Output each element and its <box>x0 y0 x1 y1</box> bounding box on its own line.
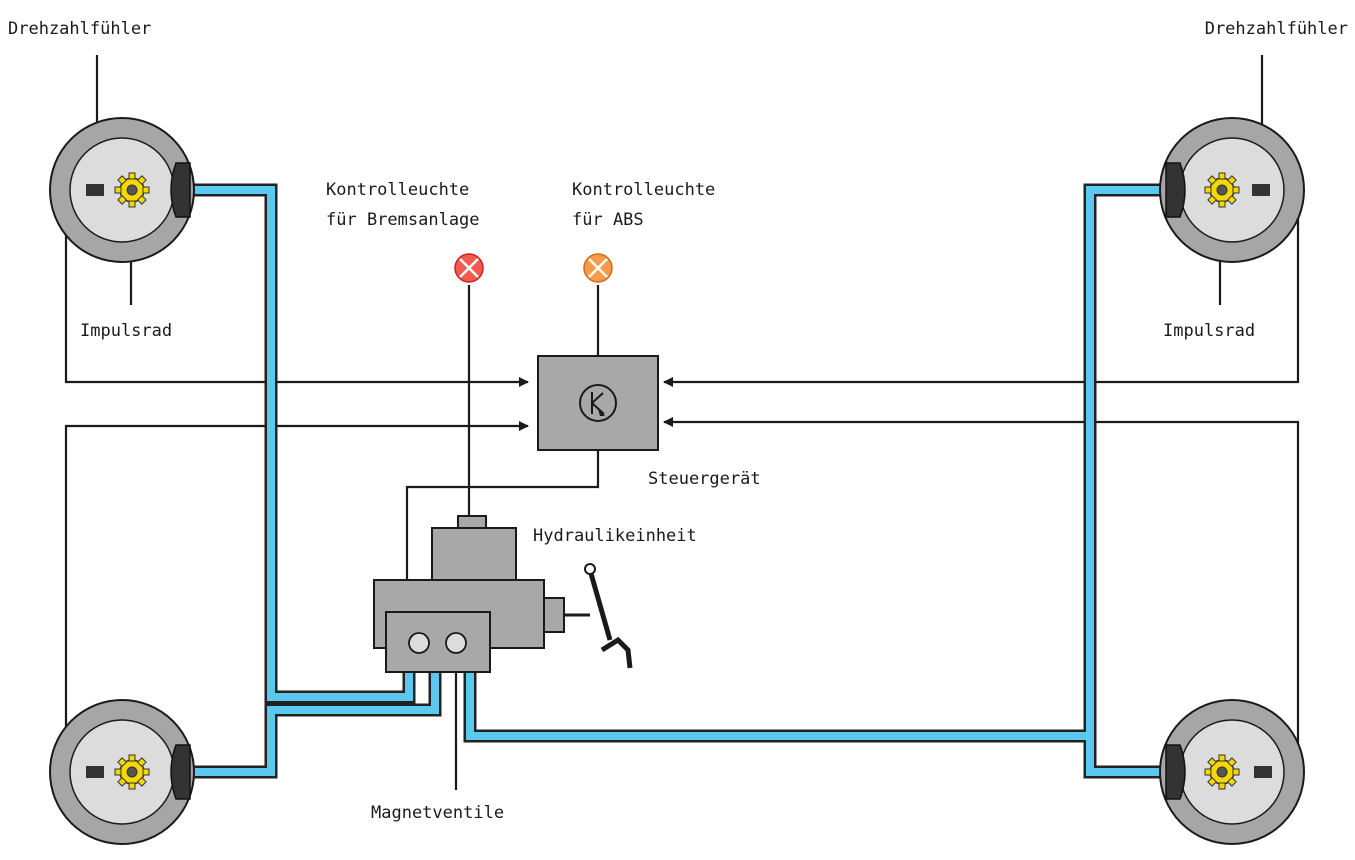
wheel-rear-right <box>1159 699 1305 845</box>
impulse-wheel-icon <box>114 172 150 208</box>
brake-caliper-icon <box>1165 162 1186 218</box>
sensor-wires <box>64 55 1300 790</box>
brake-caliper-icon <box>1165 744 1186 800</box>
impulse-wheel-icon <box>114 754 150 790</box>
solenoid-valve-block <box>385 611 491 673</box>
transistor-symbol <box>591 392 605 415</box>
impulse-label-right: Impulsrad <box>1163 321 1255 341</box>
abs-warning-lamp <box>583 253 613 283</box>
hydraulic-unit <box>373 515 633 673</box>
wheel-front-right <box>1159 117 1305 263</box>
brake-caliper-icon <box>170 744 191 800</box>
wheel-front-left <box>49 117 195 263</box>
impulse-wheel-icon <box>1204 754 1240 790</box>
speed-sensor-icon <box>86 184 104 196</box>
abs-lamp-label: Kontrolleuchte <box>572 180 715 200</box>
brake-lamp-label-2: für Bremsanlage <box>326 210 480 230</box>
speed-sensor-icon <box>1254 766 1272 778</box>
brake-lamp-label: Kontrolleuchte <box>326 180 469 200</box>
impulse-wheel-icon <box>1204 172 1240 208</box>
speed-sensor-icon <box>1252 184 1270 196</box>
control-unit <box>537 355 659 451</box>
wheel-rear-left <box>49 699 195 845</box>
brake-caliper-icon <box>170 162 191 218</box>
valve-icon <box>445 632 467 654</box>
brake-lines <box>188 183 1174 779</box>
hydraulic-unit-label: Hydraulikeinheit <box>533 526 697 546</box>
impulse-label-left: Impulsrad <box>80 321 172 341</box>
sensor-label-right: Drehzahlfühler <box>1205 19 1348 39</box>
valve-icon <box>408 632 430 654</box>
transistor-icon <box>579 384 617 422</box>
abs-lamp-label-2: für ABS <box>572 210 644 230</box>
brake-pedal-icon <box>584 563 633 669</box>
sensor-label-left: Drehzahlfühler <box>8 19 151 39</box>
valves-label: Magnetventile <box>371 803 504 823</box>
speed-sensor-icon <box>86 766 104 778</box>
control-unit-label: Steuergerät <box>648 469 761 489</box>
brake-warning-lamp <box>454 253 484 283</box>
